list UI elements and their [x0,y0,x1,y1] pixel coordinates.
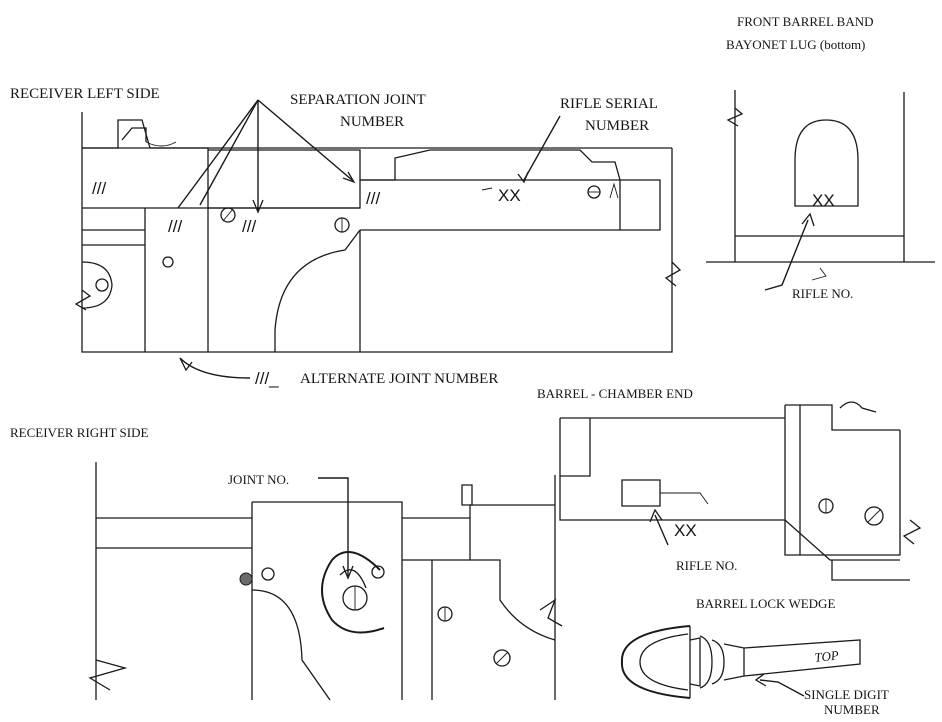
wedge-script-mark: TOP [814,648,840,665]
alternate-mark: ///_ [255,369,279,388]
separation-joint-number-label: NUMBER [340,114,404,130]
serial-xx-mark: XX [498,186,521,205]
single-digit-label: SINGLE DIGIT [804,687,889,702]
receiver-left-side-label: RECEIVER LEFT SIDE [10,86,160,102]
barrel-lock-wedge-drawing [620,625,861,699]
single-digit-number-label: NUMBER [824,702,880,717]
alternate-joint-number-label: ALTERNATE JOINT NUMBER [300,371,498,387]
chamber-xx-mark: XX [674,521,697,540]
barrel-lock-wedge-label: BARREL LOCK WEDGE [696,596,835,611]
slash-mark-rear: /// [92,179,106,198]
alternate-joint-arrowhead [179,357,193,372]
barrel-chamber-end-drawing [559,401,922,581]
joint-no-label: JOINT NO. [228,472,289,487]
alternate-joint-leader [179,357,251,379]
receiver-right-side-label: RECEIVER RIGHT SIDE [10,425,148,440]
slash-mark-joint: /// [242,217,256,236]
rifle-no-top-label: RIFLE NO. [792,286,853,301]
separation-joint-leaders [177,99,561,214]
front-barrel-band-drawing [706,90,935,291]
bayonet-xx-mark: XX [812,191,835,210]
front-barrel-band-label: FRONT BARREL BAND [737,14,874,29]
slash-mark-mid: /// [168,217,182,236]
slash-mark-receiver: /// [366,189,380,208]
receiver-right-side-drawing [88,462,563,701]
separation-joint-label: SEPARATION JOINT [290,92,426,108]
receiver-left-side-drawing [74,112,682,353]
bayonet-lug-label: BAYONET LUG (bottom) [726,37,865,52]
rifle-serial-number-label: NUMBER [585,118,649,134]
rifle-no-bottom-label: RIFLE NO. [676,558,737,573]
barrel-chamber-end-label: BARREL - CHAMBER END [537,386,693,401]
rifle-serial-label: RIFLE SERIAL [560,96,658,112]
